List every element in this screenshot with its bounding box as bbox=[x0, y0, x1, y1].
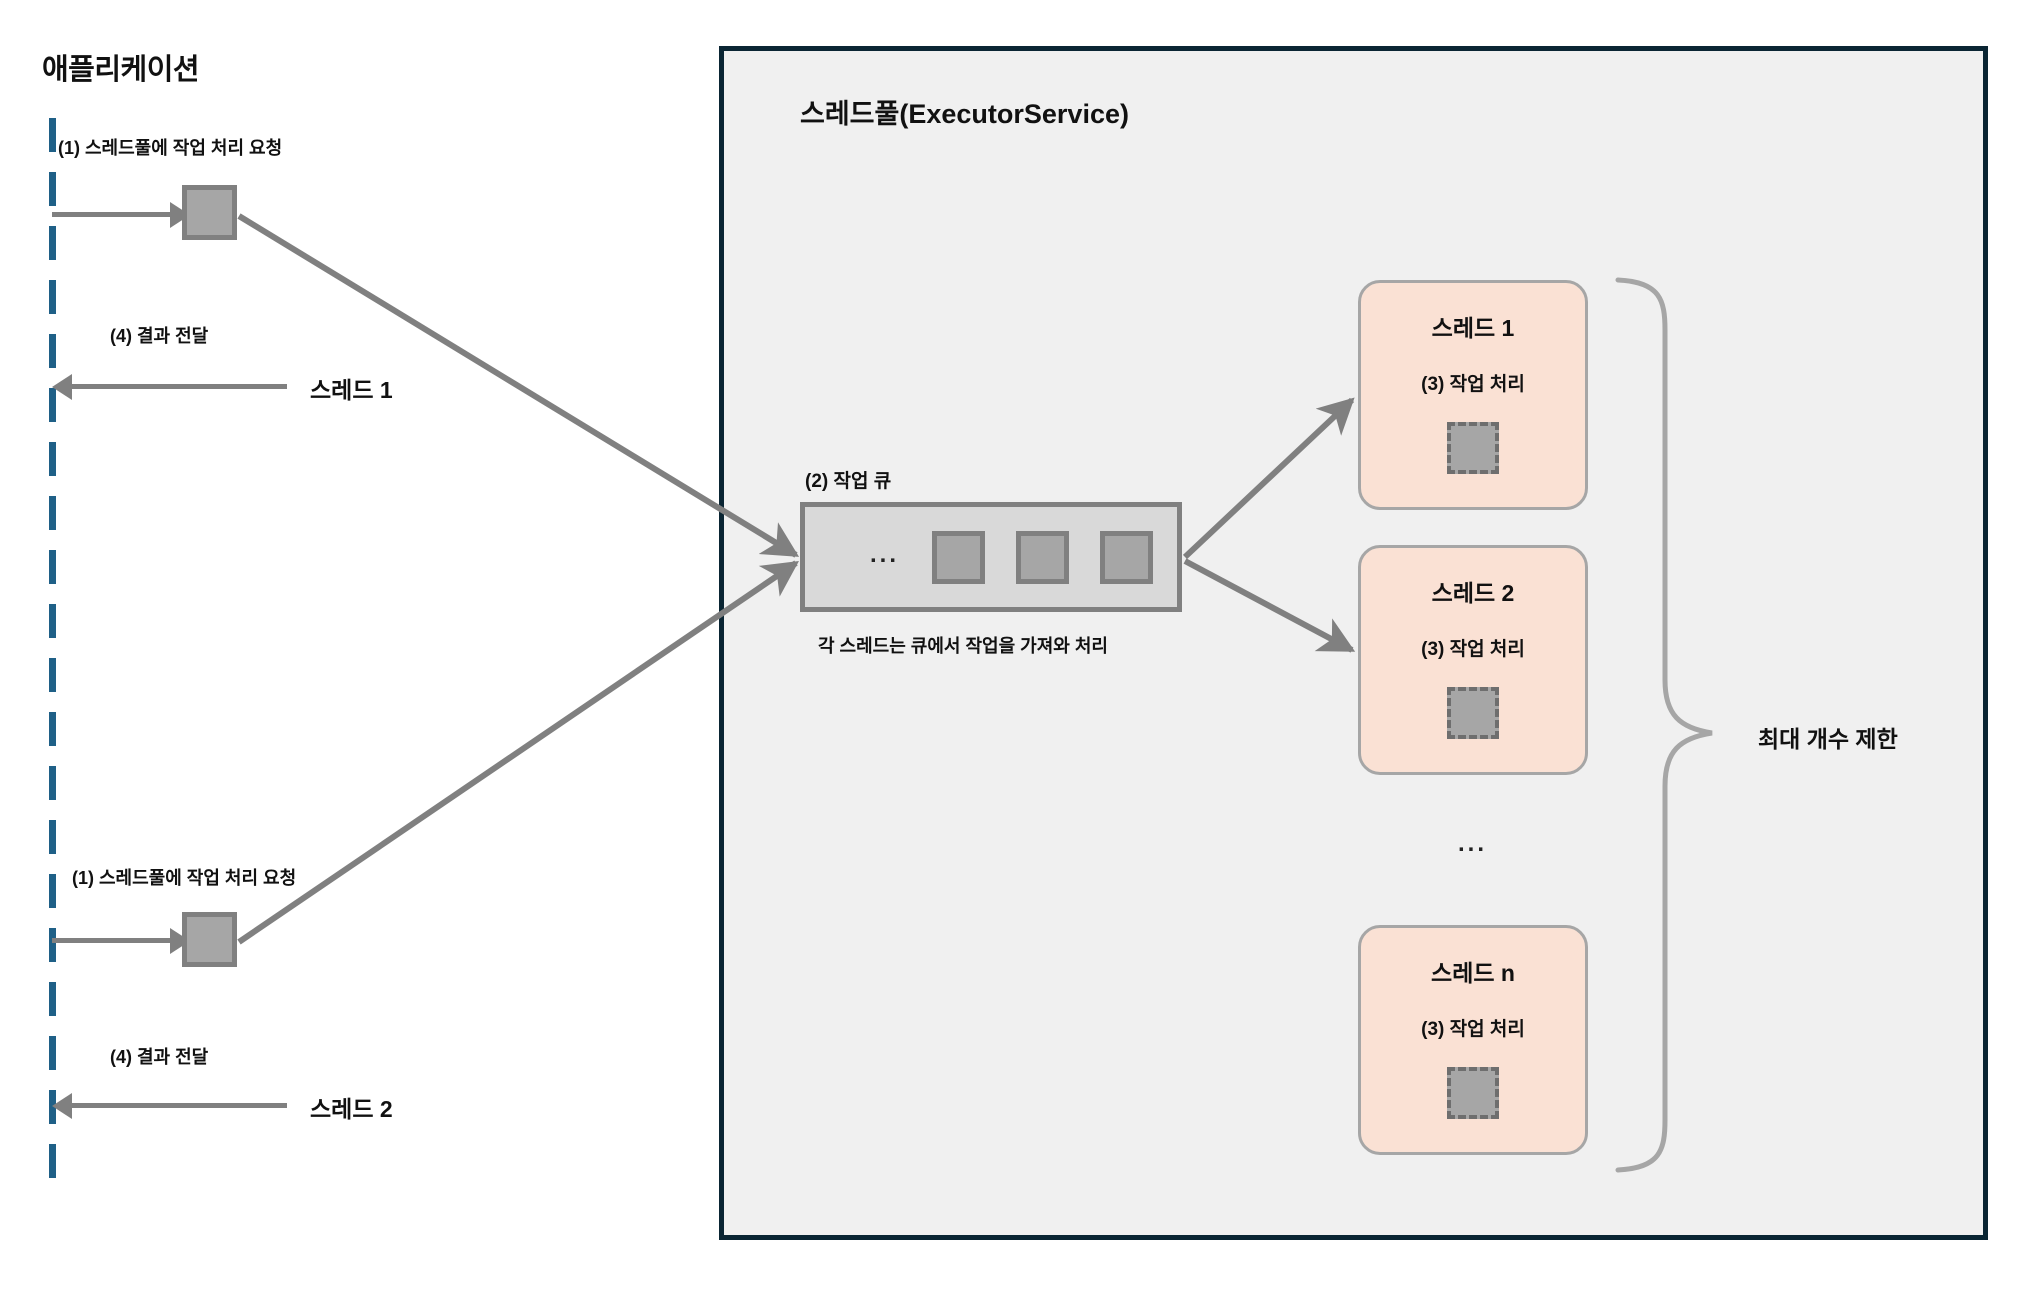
thread-card-task-square bbox=[1447, 422, 1499, 474]
thread-card-status: (3) 작업 처리 bbox=[1421, 1019, 1525, 1040]
application-lifeline bbox=[49, 118, 56, 1190]
application-thread-name-1: 스레드 1 bbox=[310, 377, 393, 403]
application-thread-name-2: 스레드 2 bbox=[310, 1096, 393, 1122]
task-queue-label: (2) 작업 큐 bbox=[805, 471, 892, 492]
task-square-1 bbox=[182, 185, 237, 240]
thread-card-status: (3) 작업 처리 bbox=[1421, 374, 1525, 395]
max-count-limit-label: 최대 개수 제한 bbox=[1758, 726, 1898, 752]
result-arrow-head-1 bbox=[52, 374, 72, 400]
diagonal-arrow-bottom bbox=[237, 560, 799, 945]
result-label-2: (4) 결과 전달 bbox=[110, 1047, 209, 1067]
result-label-1: (4) 결과 전달 bbox=[110, 326, 209, 346]
task-square-2 bbox=[182, 912, 237, 967]
task-queue-caption: 각 스레드는 큐에서 작업을 가져와 처리 bbox=[818, 636, 1108, 656]
request-label-2: (1) 스레드풀에 작업 처리 요청 bbox=[72, 868, 297, 888]
queue-task-item bbox=[932, 531, 985, 584]
thread-card-task-square bbox=[1447, 687, 1499, 739]
request-arrow-shaft-2 bbox=[52, 938, 180, 943]
result-arrow-shaft-2 bbox=[72, 1103, 287, 1108]
thread-card-n: 스레드 n (3) 작업 처리 bbox=[1358, 925, 1588, 1155]
thread-card-1: 스레드 1 (3) 작업 처리 bbox=[1358, 280, 1588, 510]
thread-card-task-square bbox=[1447, 1067, 1499, 1119]
thread-card-2: 스레드 2 (3) 작업 처리 bbox=[1358, 545, 1588, 775]
threadpool-title: 스레드풀(ExecutorService) bbox=[800, 99, 1129, 129]
request-arrow-shaft-1 bbox=[52, 212, 180, 217]
request-label-1: (1) 스레드풀에 작업 처리 요청 bbox=[58, 138, 283, 158]
thread-card-status: (3) 작업 처리 bbox=[1421, 639, 1525, 660]
queue-task-item bbox=[1016, 531, 1069, 584]
thread-card-title: 스레드 1 bbox=[1431, 315, 1515, 341]
result-arrow-head-2 bbox=[52, 1093, 72, 1119]
thread-list-ellipsis: ... bbox=[1458, 830, 1488, 857]
task-queue-ellipsis: ... bbox=[870, 541, 900, 568]
thread-card-title: 스레드 n bbox=[1431, 960, 1515, 986]
queue-task-item bbox=[1100, 531, 1153, 584]
thread-card-title: 스레드 2 bbox=[1431, 580, 1515, 606]
application-title: 애플리케이션 bbox=[42, 54, 200, 86]
result-arrow-shaft-1 bbox=[72, 384, 287, 389]
